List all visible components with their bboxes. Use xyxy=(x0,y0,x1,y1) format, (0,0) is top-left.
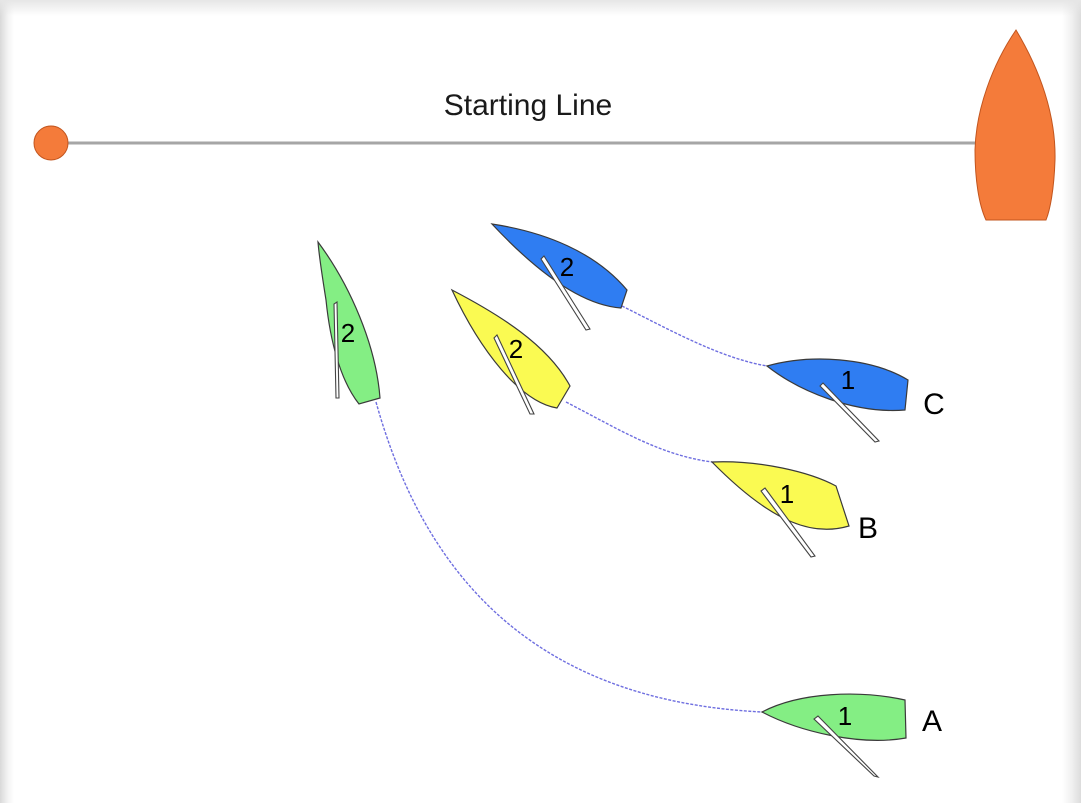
boat-a-position-1-sail xyxy=(813,715,880,779)
starting-line-label: Starting Line xyxy=(444,89,612,122)
boat-c-position-2: 2 xyxy=(490,223,628,331)
boat-b-label: B xyxy=(858,512,878,545)
boat-a-position-2-number: 2 xyxy=(341,318,355,348)
boat-a-position-1: 1 xyxy=(760,693,907,779)
boat-c-position-1: 1 xyxy=(765,358,909,443)
boat-a-track xyxy=(375,401,763,713)
boat-b-position-2-number: 2 xyxy=(509,334,523,364)
committee-boat xyxy=(974,29,1056,221)
boat-b-track xyxy=(565,401,713,463)
boat-c-position-2-sail xyxy=(540,255,591,331)
boat-a-label: A xyxy=(922,705,942,738)
boat-b-position-2: 2 xyxy=(450,288,571,415)
boat-b-position-2-sail xyxy=(493,334,535,415)
pin-end-buoy xyxy=(33,125,69,161)
boat-c-label: C xyxy=(923,388,945,421)
boat-b-position-1-sail xyxy=(760,487,816,558)
boat-a-position-1-number: 1 xyxy=(838,701,852,731)
boat-c-position-1-number: 1 xyxy=(841,365,855,395)
boat-c-position-2-number: 2 xyxy=(560,252,574,282)
boat-a-position-2: 2 xyxy=(317,239,381,405)
boat-c-track xyxy=(621,305,768,367)
boat-a-position-2-sail xyxy=(333,300,340,399)
boat-b-position-1-number: 1 xyxy=(780,479,794,509)
boat-b-position-1: 1 xyxy=(710,461,850,558)
boat-c-position-1-sail xyxy=(819,382,881,443)
